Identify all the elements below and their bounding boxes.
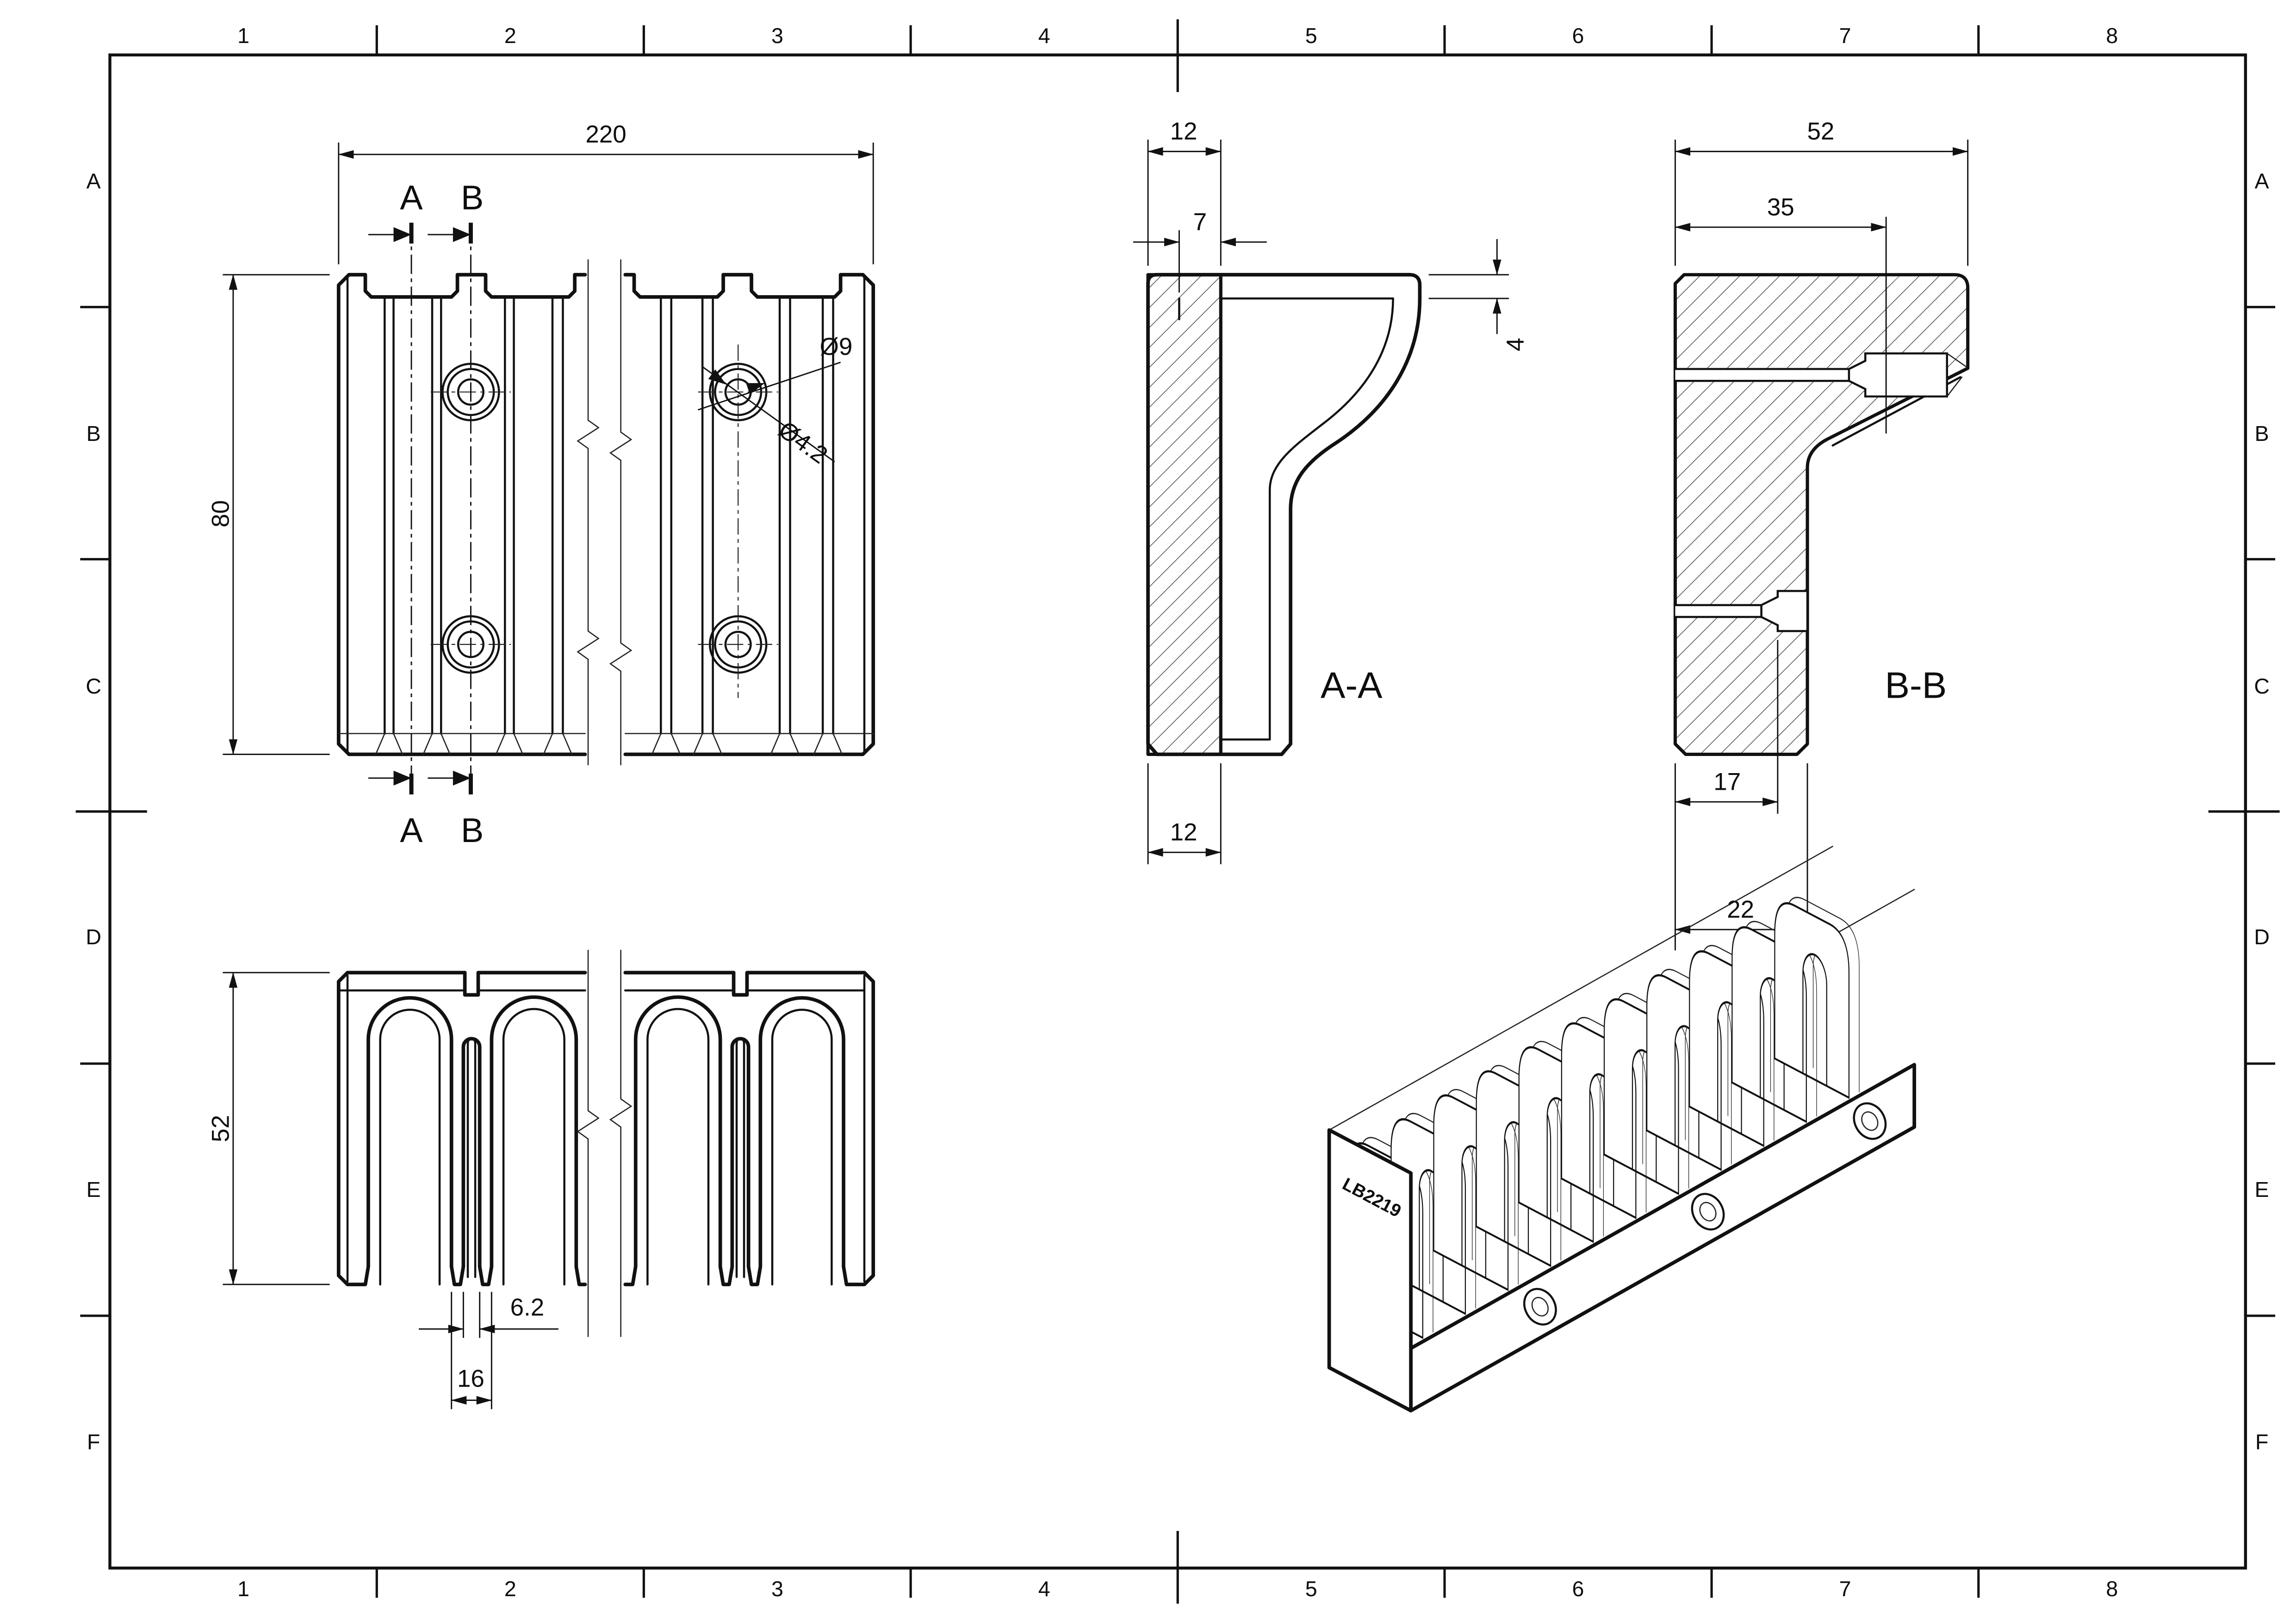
aa-dim-7-text: 7 [1193, 208, 1207, 235]
bb-dim-52: 52 [1674, 118, 1969, 266]
section-arrow-a [393, 227, 412, 786]
aa-dim-12-top: 12 [1147, 118, 1222, 266]
grid-col-label: 7 [1839, 24, 1851, 48]
grid-col-label: 2 [504, 1577, 516, 1601]
front-view-outline-left [336, 273, 587, 756]
front-view-foot-chamfers [338, 733, 874, 755]
bv-dim-62-text: 6.2 [510, 1294, 545, 1321]
grid-row-label: E [87, 1177, 101, 1202]
front-view-outline-right [623, 273, 875, 756]
dim-220: 220 [338, 121, 874, 265]
dia9-text: Ø9 [820, 333, 853, 360]
cut-label-a-bottom: A [400, 811, 423, 849]
bv-dim-52: 52 [207, 972, 330, 1285]
grid-col-label: 4 [1038, 1577, 1050, 1601]
hole-callouts: Ø9 Ø4.2 [698, 333, 852, 469]
grid-row-label: C [86, 674, 101, 698]
grid-row-label: B [2255, 421, 2269, 446]
cut-label-b-bottom: B [461, 811, 484, 849]
aa-dim-4-text: 4 [1502, 338, 1529, 351]
bb-dim-35-text: 35 [1767, 193, 1794, 221]
grid-col-label: 7 [1839, 1577, 1851, 1601]
grid-col-label: 8 [2106, 1577, 2118, 1601]
aa-outline [1146, 273, 1422, 756]
grid-ticks [75, 19, 2280, 1604]
grid-row-label: C [2254, 674, 2270, 698]
bottom-break-lines [577, 949, 633, 1337]
grid-labels: 1 2 3 4 5 6 7 8 1 2 3 4 5 6 7 8 A B C D … [86, 24, 2270, 1601]
aa-wall-hatch [1146, 273, 1222, 756]
isometric-view: LB2219 [1327, 846, 1916, 1412]
grid-col-label: 6 [1572, 24, 1584, 48]
bb-dim-17: 17 [1674, 640, 1779, 951]
section-aa-title: A-A [1321, 664, 1383, 706]
grid-row-label: F [2255, 1430, 2268, 1454]
bb-lower-tab [1760, 590, 1809, 632]
leader-arrow-dia42 [708, 369, 726, 385]
grid-row-label: B [87, 421, 101, 446]
cut-label-a-top: A [400, 179, 423, 217]
aa-dim-7: 7 [1133, 208, 1267, 293]
grid-row-label: F [87, 1430, 100, 1454]
iso-mounting-holes [1523, 1102, 1887, 1326]
grid-col-label: 3 [771, 1577, 783, 1601]
aa-internal-edges [1178, 297, 1394, 741]
leader-arrow-dia9 [746, 383, 765, 395]
bv-dim-62: 6.2 [419, 1292, 558, 1338]
counterbored-holes [430, 344, 778, 698]
aa-dim-12-bottom-text: 12 [1170, 819, 1198, 846]
cut-label-b-top: B [461, 179, 484, 217]
dim-80: 80 [207, 274, 330, 755]
bv-dim-16: 16 [451, 1292, 492, 1409]
section-plane-b [428, 223, 473, 795]
grid-col-label: 1 [237, 1577, 249, 1601]
section-arrow-b [453, 227, 471, 786]
aa-dim-4: 4 [1428, 239, 1529, 351]
dim-80-text: 80 [207, 500, 234, 527]
bb-dim-35: 35 [1675, 193, 1887, 434]
bb-dim-17-text: 17 [1713, 768, 1741, 795]
bv-dim-52-text: 52 [207, 1115, 234, 1142]
grid-col-label: 5 [1305, 24, 1317, 48]
aa-dim-12-top-text: 12 [1170, 118, 1198, 145]
section-aa-view: 12 7 4 12 A-A [1133, 118, 1529, 864]
grid-col-label: 8 [2106, 24, 2118, 48]
front-view: A B A B 220 80 Ø9 Ø4.2 [207, 121, 875, 849]
section-bb-title: B-B [1885, 664, 1947, 706]
grid-col-label: 6 [1572, 1577, 1584, 1601]
section-plane-a [368, 223, 414, 795]
grid-row-label: E [2255, 1177, 2269, 1202]
grid-col-label: 1 [237, 24, 249, 48]
break-lines [577, 259, 633, 766]
section-bb-view: 52 35 17 22 B-B [1673, 118, 1970, 951]
grid-row-label: D [2254, 925, 2270, 949]
iso-end-plate [1327, 1128, 1413, 1412]
grid-col-label: 2 [504, 24, 516, 48]
grid-col-label: 5 [1305, 1577, 1317, 1601]
grid-col-label: 3 [771, 24, 783, 48]
grid-row-label: D [86, 925, 101, 949]
aa-dim-12-bottom: 12 [1147, 763, 1222, 864]
bb-upper-clip-slot [1674, 352, 1967, 398]
bb-lower-clip-slot [1674, 590, 1809, 632]
drawing-frame: 1 2 3 4 5 6 7 8 1 2 3 4 5 6 7 8 A B C D … [75, 19, 2280, 1604]
section-cut-labels: A B A B [400, 179, 484, 849]
grid-row-label: A [87, 169, 101, 193]
bb-dim-22: 22 [1675, 763, 1808, 942]
bb-dim-22-text: 22 [1727, 896, 1754, 923]
dim-220-text: 220 [585, 121, 626, 148]
bb-dim-52-text: 52 [1807, 118, 1834, 145]
grid-col-label: 4 [1038, 24, 1050, 48]
iso-back-top-spine [1328, 846, 1833, 1131]
bottom-view-inner-edges [337, 974, 866, 1286]
front-view-ribs [346, 276, 866, 753]
grid-row-label: A [2255, 169, 2269, 193]
bottom-view: 52 6.2 16 [207, 949, 875, 1409]
bv-dim-16-text: 16 [457, 1365, 484, 1393]
bottom-view-outline [336, 971, 875, 1287]
